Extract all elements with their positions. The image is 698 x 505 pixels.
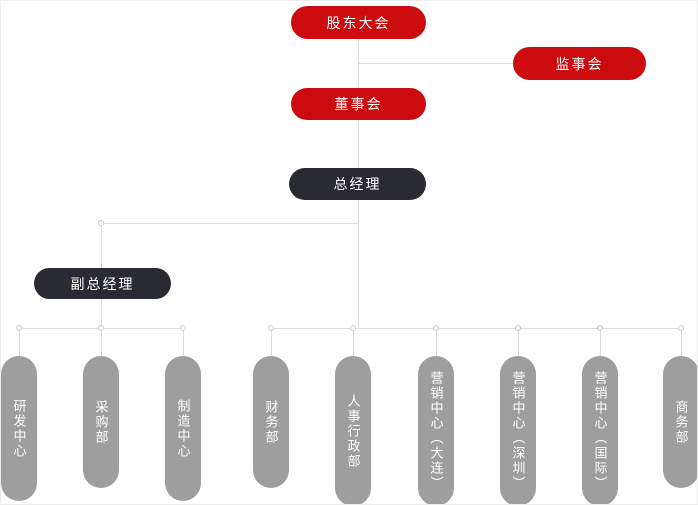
connector-line (358, 200, 359, 328)
connector-line (358, 120, 359, 168)
dept-purchasing: 采购部 (83, 356, 119, 488)
node-deputy-general-manager: 副总经理 (34, 268, 171, 299)
connector-line (681, 328, 682, 356)
junction-dot (350, 325, 356, 331)
dept-finance: 财务部 (253, 356, 289, 488)
dept-marketing-international: 营销中心（国际） (582, 356, 618, 504)
connector-line (518, 328, 519, 356)
junction-dot (16, 325, 22, 331)
node-shareholders-meeting: 股东大会 (291, 6, 426, 39)
dept-business: 商务部 (663, 356, 697, 488)
junction-dot (180, 325, 186, 331)
dept-hr-admin: 人事行政部 (335, 356, 371, 504)
junction-dot (98, 220, 104, 226)
connector-line (101, 299, 102, 328)
connector-line (353, 328, 354, 356)
dept-manufacturing-center: 制造中心 (165, 356, 201, 501)
connector-line (19, 328, 20, 356)
junction-dot (433, 325, 439, 331)
dept-marketing-shenzhen: 营销中心（深圳） (500, 356, 536, 504)
dept-rd-center: 研发中心 (1, 356, 37, 501)
junction-dot (268, 325, 274, 331)
connector-line (271, 328, 272, 356)
connector-line (358, 63, 513, 64)
connector-line (183, 328, 184, 356)
connector-line (101, 223, 358, 224)
node-general-manager: 总经理 (289, 168, 426, 200)
connector-line (271, 328, 681, 329)
junction-dot (597, 325, 603, 331)
connector-line (101, 328, 102, 356)
dept-marketing-dalian: 营销中心（大连） (418, 356, 454, 504)
node-board-of-directors: 董事会 (291, 88, 426, 120)
junction-dot (678, 325, 684, 331)
connector-line (600, 328, 601, 356)
junction-dot (515, 325, 521, 331)
connector-line (436, 328, 437, 356)
connector-line (101, 223, 102, 268)
junction-dot (98, 325, 104, 331)
node-supervisory-board: 监事会 (513, 47, 646, 80)
